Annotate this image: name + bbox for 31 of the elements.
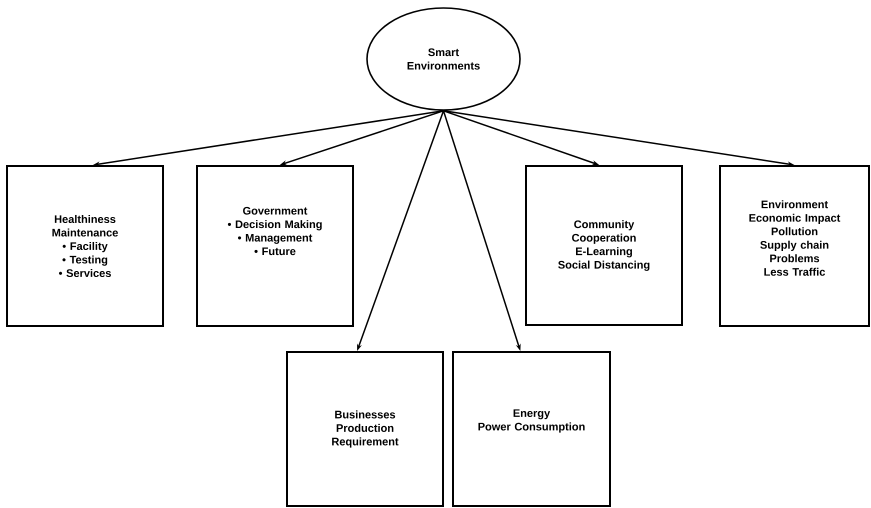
box-text: Community Cooperation E-Learning Social Distancing (558, 220, 650, 271)
box-text: Government • Decision Making • Management • Future (228, 206, 322, 256)
node-label: Community (574, 220, 634, 230)
node-label: Supply chain Problems (760, 240, 828, 262)
category-box (286, 351, 444, 507)
node-label: • Facility (62, 242, 108, 252)
node-label: • Decision Making (228, 220, 322, 230)
category-box (525, 165, 683, 326)
box-text: Environment Economic Impact Pollution Supply chain Problems Less Traffic (749, 200, 840, 276)
node-label: Social Distancing (558, 260, 650, 271)
category-box (719, 165, 870, 327)
node-label: E-Learning (576, 247, 632, 258)
box-text: Healthiness Maintenance • Facility • Testing • Services (52, 214, 118, 278)
box-text: Smart Environments (408, 48, 480, 70)
category-box (452, 351, 611, 507)
category-box (6, 165, 164, 327)
node-label: • Management (238, 234, 312, 244)
box-text: Energy Power Consumption (478, 409, 585, 433)
node-label: Pollution (772, 227, 818, 236)
node-label: • Testing (62, 255, 108, 266)
node-label: Less Traffic (764, 268, 826, 276)
box-text: Businesses Production Requirement (332, 410, 398, 448)
node-label: • Services (58, 268, 111, 278)
node-label: Government (243, 206, 308, 215)
node-label: Economic Impact (749, 214, 840, 224)
node-label: Cooperation (572, 234, 636, 244)
topic-ellipse (366, 7, 521, 111)
node-label: Healthiness Maintenance (52, 214, 118, 237)
category-box (196, 165, 354, 327)
node-label: Environment (762, 200, 828, 208)
node-label: • Future (254, 247, 296, 256)
